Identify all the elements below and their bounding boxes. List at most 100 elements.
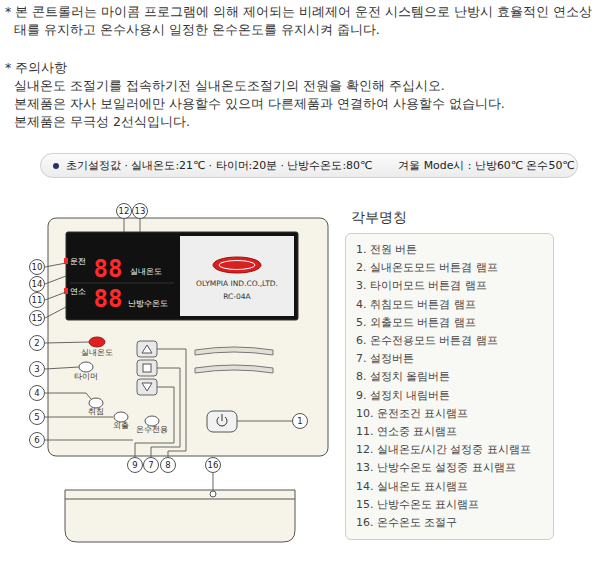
part-label: 난방수온도 (128, 300, 168, 309)
callout-text: 12 (119, 207, 130, 216)
callout-number: 7 (143, 457, 159, 473)
down-symbol (142, 383, 152, 391)
list-item: 7. 설정버튼 (356, 350, 543, 368)
down-button (137, 379, 157, 395)
leader-line (151, 368, 180, 457)
set-symbol (143, 364, 151, 372)
digit-display: 88 (94, 257, 123, 281)
note-text: 실내온도 조절기를 접속하기전 실내온도조절기의 전원을 확인해 주십시오. (14, 79, 445, 93)
leader-line (45, 307, 66, 318)
callout-number: 12 (116, 203, 132, 219)
part-label: 운전 (70, 258, 86, 267)
callout-text: 10 (32, 263, 43, 272)
leader-line (45, 276, 66, 284)
leader-line (45, 342, 89, 343)
digit-display: 88 (94, 287, 123, 311)
part-label: 외출 (113, 422, 129, 431)
list-item: 8. 설정치 올림버튼 (356, 368, 543, 386)
controller-body (48, 218, 328, 456)
display-panel (66, 232, 298, 320)
callout-text: 4 (34, 389, 39, 398)
list-item: 9. 설정치 내림버튼 (356, 387, 543, 405)
vent-slot (195, 365, 273, 373)
callout-number: 3 (29, 361, 45, 377)
part-label: 취침 (88, 408, 104, 417)
list-item: 10. 운전조건 표시램프 (356, 405, 543, 423)
list-item: 12. 실내온도/시간 설정중 표시램프 (356, 441, 543, 459)
callout-number: 1 (292, 413, 308, 429)
set-button (137, 360, 157, 376)
logo-inner (219, 261, 255, 270)
settings-bar: 초기설정값 · 실내온도:21℃ · 타이머:20분 · 난방수온도:80℃ 겨울… (40, 153, 578, 178)
timer-button (79, 362, 93, 372)
display-divider (70, 283, 174, 284)
power-icon (222, 414, 223, 421)
list-item: 15. 난방수온도 표시램프 (356, 496, 543, 514)
part-label: 타이머 (74, 373, 98, 382)
list-panel: 1. 전원 버튼2. 실내온도모드 버튼겸 램프3. 타이머모드 버튼겸 램프4… (345, 233, 554, 540)
leader-line (237, 421, 292, 422)
note-text: 본제품은 자사 보일러에만 사용할수 있으며 다른제품과 연결하여 사용할수 없… (14, 97, 505, 111)
part-label: 연소 (70, 288, 86, 297)
callout-text: 9 (132, 461, 137, 470)
callout-number: 5 (29, 409, 45, 425)
bottom-view (65, 490, 295, 542)
callout-text: 7 (148, 461, 153, 470)
callout-text: 13 (135, 207, 146, 216)
callout-number: 14 (29, 276, 45, 292)
list-item: 2. 실내온도모드 버튼겸 램프 (356, 259, 543, 277)
callout-number: 11 (29, 292, 45, 308)
part-label: 온수전용 (136, 426, 168, 435)
callout-text: 5 (34, 413, 39, 422)
callout-text: 15 (32, 314, 43, 323)
note-text: * 주의사항 (5, 61, 67, 75)
list-item: 1. 전원 버튼 (356, 241, 543, 259)
note-text: 본제품은 무극성 2선식입니다. (14, 115, 190, 129)
bullet-dot (53, 163, 59, 169)
sleep-button (89, 398, 103, 408)
callout-number: 6 (29, 432, 45, 448)
room-temp-lamp (89, 337, 105, 347)
callout-number: 16 (205, 457, 221, 473)
up-symbol (142, 345, 152, 353)
callout-text: 6 (34, 436, 39, 445)
leader-line (157, 349, 186, 457)
list-item: 3. 타이머모드 버튼겸 램프 (356, 277, 543, 295)
callout-text: 2 (34, 339, 39, 348)
callout-text: 16 (208, 461, 219, 470)
list-item: 14. 실내온도 표시램프 (356, 478, 543, 496)
callout-text: 11 (32, 296, 43, 305)
leader-line (140, 219, 141, 232)
leader-line (135, 387, 174, 457)
leader-line (124, 219, 125, 232)
part-label: OLYMPIA IND.CO.,LTD. (196, 280, 278, 289)
callout-number: 2 (29, 335, 45, 351)
list-item: 13. 난방수온도 설정중 표시램프 (356, 459, 543, 477)
note-text: * 본 콘트롤러는 마이콤 프로그램에 의해 제어되는 비례제어 운전 시스템으… (5, 3, 595, 39)
leader-line (45, 292, 66, 300)
leader-line (45, 417, 113, 418)
up-button (137, 341, 157, 357)
winter-settings: 겨울 Mode시 : 난방60℃ 온수50℃ (398, 159, 574, 173)
leader-line (45, 367, 79, 369)
hotwater-button (145, 416, 159, 426)
leader-line (213, 473, 214, 491)
leader-line (45, 440, 133, 441)
callout-number: 15 (29, 310, 45, 326)
callout-text: 3 (34, 365, 39, 374)
list-item: 4. 취침모드 버튼겸 램프 (356, 296, 543, 314)
list-item: 16. 온수온도 조절구 (356, 514, 543, 532)
list-item: 11. 연소중 표시램프 (356, 423, 543, 441)
callout-number: 4 (29, 385, 45, 401)
list-heading: 각부명칭 (345, 207, 554, 227)
part-label: 실내온도 (130, 268, 162, 277)
vent-slot (195, 347, 273, 355)
callout-number: 8 (160, 457, 176, 473)
callout-text: 8 (165, 461, 170, 470)
burn-lamp (64, 288, 68, 294)
list-item: 6. 온수전용모드 버튼겸 램프 (356, 332, 543, 350)
callout-number: 13 (132, 203, 148, 219)
out-button (114, 412, 128, 422)
default-settings: 초기설정값 · 실내온도:21℃ · 타이머:20분 · 난방수온도:80℃ (66, 159, 372, 173)
part-label: 실내온도 (81, 349, 113, 358)
